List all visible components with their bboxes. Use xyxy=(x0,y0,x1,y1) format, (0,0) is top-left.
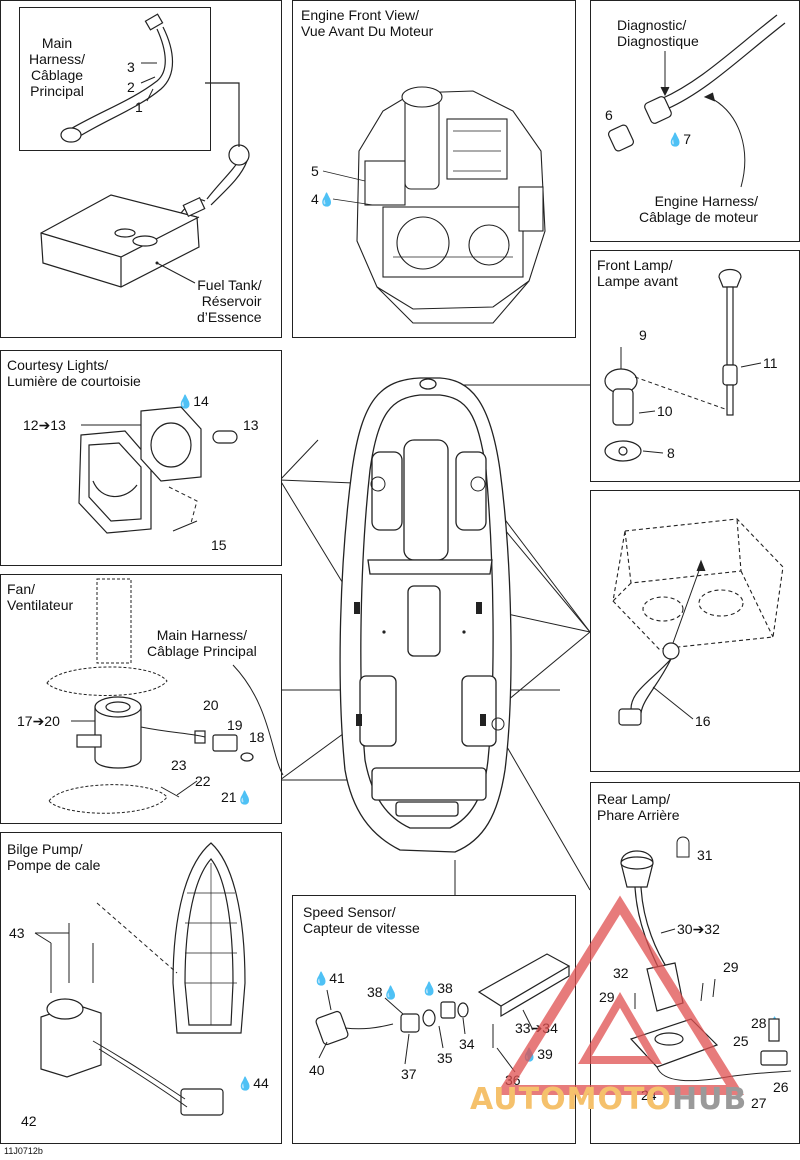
part-label-16: 16 xyxy=(695,713,711,729)
front-lamp-panel: Front Lamp/ Lampe avant 9 11 10 8 xyxy=(590,250,800,482)
lubricant-drop-icon: 💧 xyxy=(236,790,253,805)
courtesy-lights-art xyxy=(78,406,238,534)
part-label-29a: 29 xyxy=(723,959,739,975)
speed-sensor-art xyxy=(315,953,571,1073)
main-harness-inset xyxy=(19,7,211,151)
part-label-18: 18 xyxy=(249,729,265,745)
diagnostic-panel: Diagnostic/ Diagnostique 6 💧7 Engine Har… xyxy=(590,0,800,242)
lubricant-drop-icon: 💧 xyxy=(237,1076,254,1091)
part-label-8: 8 xyxy=(667,445,675,461)
lubricant-drop-icon: 💧 xyxy=(667,132,684,147)
part-label-29b: 29 xyxy=(599,989,615,1005)
lubricant-drop-icon: 💧 xyxy=(382,985,399,1000)
fan-panel: Fan/ Ventilateur Main Harness/ Câblage P… xyxy=(0,574,284,824)
part-label-1: 1 xyxy=(135,99,143,115)
part-label-42: 42 xyxy=(21,1113,37,1129)
part-label-7: 💧7 xyxy=(667,131,691,147)
drawing-code: 11J0712b xyxy=(4,1146,43,1156)
part-label-40: 40 xyxy=(309,1062,325,1078)
part-label-22: 22 xyxy=(195,773,211,789)
speed-sensor-panel: Speed Sensor/ Capteur de vitesse 💧41 38💧… xyxy=(292,895,576,1144)
front-lamp-art xyxy=(604,268,762,462)
courtesy-title: Courtesy Lights/ Lumière de courtoisie xyxy=(7,357,141,389)
part-label-30-32: 30➔32 xyxy=(677,921,720,937)
part-label-3: 3 xyxy=(127,59,135,75)
part-label-10: 10 xyxy=(657,403,673,419)
part-label-11: 11 xyxy=(763,355,778,371)
part-label-32: 32 xyxy=(613,965,629,981)
part-label-23: 23 xyxy=(171,757,187,773)
engine-art xyxy=(322,86,546,324)
glovebox-harness-panel: 16 xyxy=(590,490,800,772)
bilge-pump-panel: Bilge Pump/ Pompe de cale 43 42 💧44 xyxy=(0,832,282,1144)
part-label-9: 9 xyxy=(639,327,647,343)
rear-lamp-title: Rear Lamp/ Phare Arrière xyxy=(597,791,680,823)
diagnostic-art xyxy=(608,14,786,188)
part-label-27: 27 xyxy=(751,1095,767,1111)
glovebox-art xyxy=(612,518,784,726)
part-label-41: 💧41 xyxy=(313,970,345,986)
watermark-text: AUTOMOTOHUB xyxy=(470,1082,748,1117)
part-label-20: 20 xyxy=(203,697,219,713)
fuel-tank-title: Fuel Tank/ Réservoir d’Essence xyxy=(197,277,262,325)
part-label-19: 19 xyxy=(227,717,243,733)
part-label-13: 13 xyxy=(243,417,259,433)
lubricant-drop-icon: 💧 xyxy=(318,192,335,207)
fan-harness-label: Main Harness/ Câblage Principal xyxy=(147,627,257,659)
part-label-5: 5 xyxy=(311,163,319,179)
part-label-14: 💧14 xyxy=(177,393,209,409)
part-label-26: 26 xyxy=(773,1079,789,1095)
lubricant-drop-icon: 💧 xyxy=(177,394,194,409)
part-label-2: 2 xyxy=(127,79,135,95)
engine-harness-label: Engine Harness/ Câblage de moteur xyxy=(639,193,759,225)
part-label-35: 35 xyxy=(437,1050,453,1066)
lubricant-drop-icon: 💧 xyxy=(421,981,438,996)
part-label-34: 34 xyxy=(459,1036,475,1052)
engine-front-view-panel: Engine Front View/ Vue Avant Du Moteur 5… xyxy=(292,0,576,338)
inset-title: Main Harness/ Câblage Principal xyxy=(29,35,86,99)
fuel-tank-panel: Main Harness/ Câblage Principal 3 2 1 Fu… xyxy=(0,0,282,338)
part-label-31: 31 xyxy=(697,847,713,863)
bilge-title: Bilge Pump/ Pompe de cale xyxy=(7,841,101,873)
part-label-12-13: 12➔13 xyxy=(23,417,66,433)
part-label-6: 6 xyxy=(605,107,613,123)
part-label-37: 37 xyxy=(401,1066,417,1082)
courtesy-lights-panel: Courtesy Lights/ Lumière de courtoisie 💧… xyxy=(0,350,282,566)
part-label-17-20: 17➔20 xyxy=(17,713,60,729)
fan-art xyxy=(46,578,284,814)
diagnostic-title: Diagnostic/ Diagnostique xyxy=(617,17,699,49)
lubricant-drop-icon: 💧 xyxy=(313,971,330,986)
fan-title: Fan/ Ventilateur xyxy=(7,581,74,613)
front-lamp-title: Front Lamp/ Lampe avant xyxy=(597,257,678,289)
bilge-pump-art xyxy=(34,842,246,1116)
speed-title: Speed Sensor/ Capteur de vitesse xyxy=(303,904,420,936)
fuel-tank-art xyxy=(40,13,250,288)
part-label-43: 43 xyxy=(9,925,25,941)
part-label-38b: 💧38 xyxy=(421,980,453,996)
part-label-44: 💧44 xyxy=(237,1075,269,1091)
part-label-4: 4💧 xyxy=(311,191,335,207)
part-label-38a: 38💧 xyxy=(367,984,399,1000)
part-label-15: 15 xyxy=(211,537,227,553)
engine-title: Engine Front View/ Vue Avant Du Moteur xyxy=(301,7,434,39)
part-label-25: 25 xyxy=(733,1033,749,1049)
part-label-21: 21💧 xyxy=(221,789,253,805)
